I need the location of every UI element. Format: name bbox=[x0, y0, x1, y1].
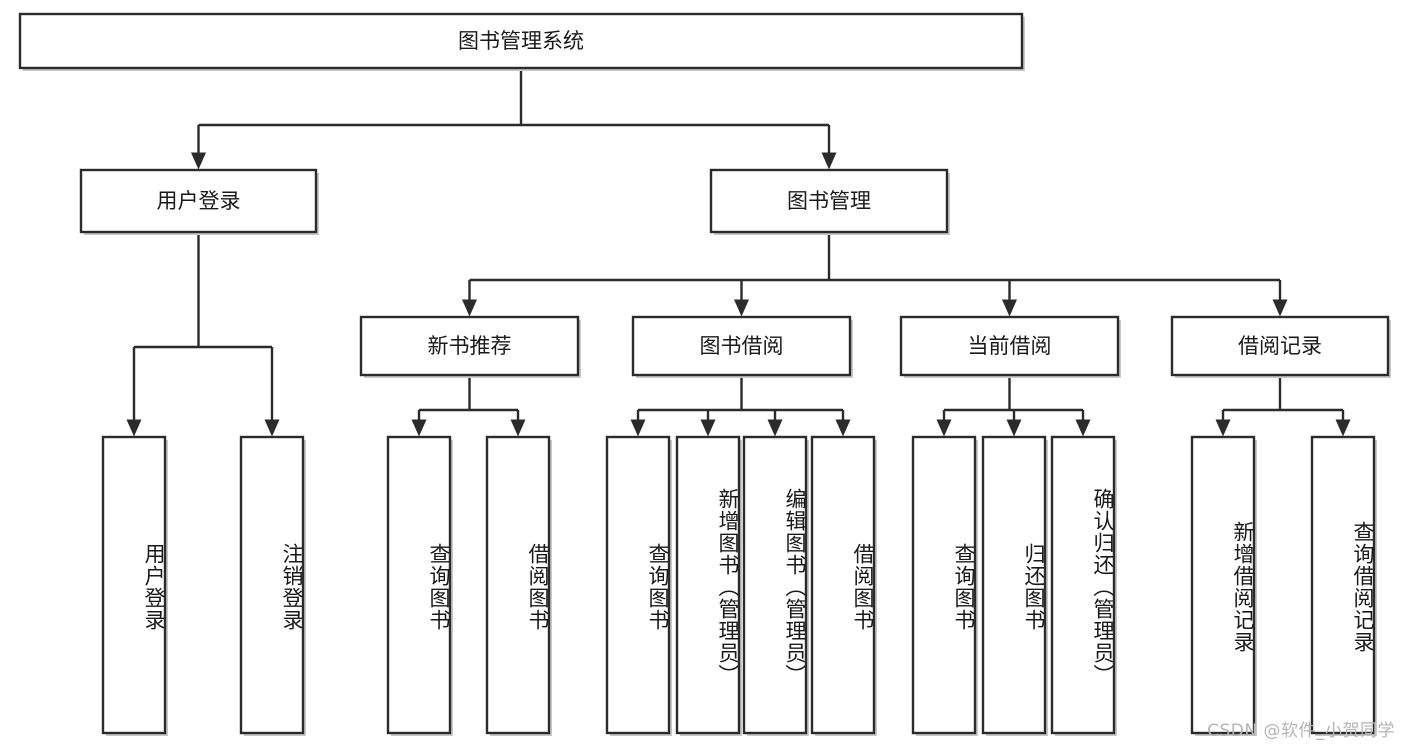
edge-group-book-management bbox=[462, 232, 1288, 317]
node-box-book-borrow[interactable] bbox=[631, 315, 852, 377]
edge-arrowhead bbox=[1335, 419, 1351, 437]
edge-arrowhead bbox=[700, 419, 716, 437]
edge-arrowhead bbox=[821, 152, 837, 170]
edge-group-user-login bbox=[126, 232, 280, 437]
edge-group-book-borrow bbox=[630, 375, 851, 437]
node-box-leaf-query-book-current[interactable] bbox=[911, 435, 977, 735]
node-box-new-book-recommend[interactable] bbox=[359, 315, 580, 377]
edge-arrowhead bbox=[1215, 419, 1231, 437]
edge-arrowhead bbox=[411, 419, 427, 437]
edge-group-new-book-recommend bbox=[411, 375, 526, 437]
edge-arrowhead bbox=[462, 299, 477, 317]
watermark-text: CSDN @软件_小贺同学 bbox=[1207, 721, 1395, 741]
node-box-borrow-records[interactable] bbox=[1170, 315, 1390, 377]
edge-arrowhead bbox=[630, 419, 646, 437]
edge-arrowhead bbox=[1075, 419, 1091, 437]
node-box-leaf-edit-book-admin[interactable] bbox=[742, 435, 808, 735]
edge-group-current-borrow bbox=[936, 375, 1091, 437]
edge-arrowhead bbox=[1002, 299, 1017, 317]
node-box-leaf-borrow-book[interactable] bbox=[810, 435, 876, 735]
edge-group-root bbox=[191, 68, 837, 170]
edge-arrowhead bbox=[510, 419, 526, 437]
edge-arrowhead bbox=[264, 419, 280, 437]
nodes-layer bbox=[18, 12, 1391, 736]
edge-arrowhead bbox=[1006, 419, 1022, 437]
node-box-leaf-borrow-book-recommend[interactable] bbox=[485, 435, 551, 735]
edge-arrowhead bbox=[767, 419, 783, 437]
node-box-book-management[interactable] bbox=[709, 168, 949, 234]
edge-arrowhead bbox=[936, 419, 952, 437]
node-label-book-management: 图书管理 bbox=[787, 189, 871, 213]
node-label-book-borrow: 图书借阅 bbox=[700, 334, 784, 358]
node-box-leaf-user-login[interactable] bbox=[101, 435, 167, 735]
node-box-user-login[interactable] bbox=[79, 168, 318, 234]
edge-arrowhead bbox=[126, 419, 142, 437]
node-box-leaf-logout[interactable] bbox=[239, 435, 305, 735]
node-label-current-borrow: 当前借阅 bbox=[968, 334, 1052, 358]
node-box-leaf-query-borrow-record[interactable] bbox=[1310, 435, 1376, 735]
node-label-borrow-records: 借阅记录 bbox=[1238, 334, 1322, 358]
edge-arrowhead bbox=[1272, 299, 1288, 317]
node-box-leaf-confirm-return-admin[interactable] bbox=[1050, 435, 1116, 735]
edge-arrowhead bbox=[734, 299, 749, 317]
edges-layer bbox=[126, 68, 1351, 437]
edge-arrowhead bbox=[835, 419, 851, 437]
node-box-leaf-query-book-borrow[interactable] bbox=[605, 435, 671, 735]
node-box-leaf-add-borrow-record[interactable] bbox=[1190, 435, 1256, 735]
node-box-current-borrow[interactable] bbox=[899, 315, 1120, 377]
edge-arrowhead bbox=[191, 152, 206, 170]
node-label-new-book-recommend: 新书推荐 bbox=[428, 334, 512, 358]
edge-group-borrow-records bbox=[1215, 375, 1351, 437]
node-box-root[interactable] bbox=[18, 12, 1024, 70]
node-label-user-login: 用户登录 bbox=[157, 189, 241, 213]
node-box-leaf-return-book[interactable] bbox=[981, 435, 1047, 735]
node-box-leaf-add-book-admin[interactable] bbox=[675, 435, 741, 735]
node-label-root: 图书管理系统 bbox=[458, 29, 584, 53]
node-box-leaf-query-book-recommend[interactable] bbox=[386, 435, 452, 735]
